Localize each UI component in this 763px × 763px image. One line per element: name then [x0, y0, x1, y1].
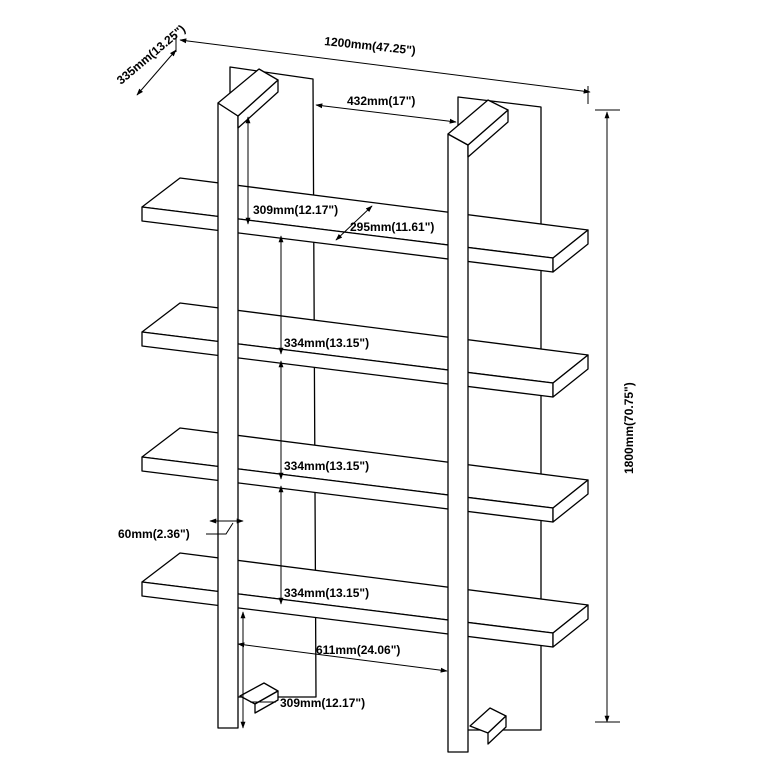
inner-width-label: 432mm(17") [347, 94, 415, 108]
shelf-depth-label: 295mm(11.61") [350, 220, 434, 234]
height-label: 1800mm(70.75") [622, 382, 636, 474]
shelf-gap-label-2: 334mm(13.15") [284, 459, 369, 473]
dimension-lines [136, 34, 620, 729]
top-gap-label: 309mm(12.17") [253, 203, 338, 217]
shelf-gap-label-1: 334mm(13.15") [284, 336, 369, 350]
shelf-gap-label-3: 334mm(13.15") [284, 586, 369, 600]
right-upright [447, 99, 509, 753]
shelf-span-label: 611mm(24.06") [316, 643, 400, 657]
width-label: 1200mm(47.25") [324, 34, 417, 58]
bottom-gap-label: 309mm(12.17") [280, 696, 365, 710]
depth-label: 335mm(13.25") [114, 22, 188, 87]
post-width-label: 60mm(2.36") [118, 527, 190, 541]
